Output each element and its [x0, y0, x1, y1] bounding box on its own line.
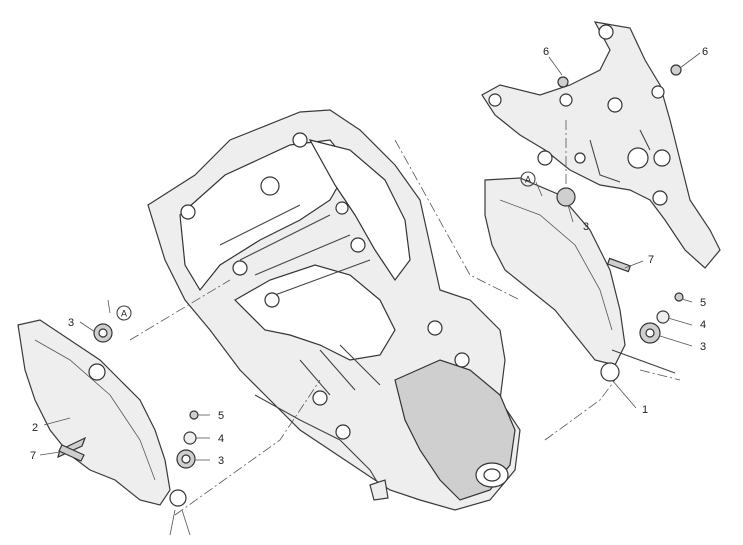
callout-labels: 6 6 3 7 5 4 3 1 3 2 7 5 4 3 — [30, 46, 708, 467]
callout-6-right: 6 — [702, 46, 708, 58]
main-frame — [147, 109, 521, 511]
callout-4-right: 4 — [700, 319, 706, 331]
callout-2: 2 — [32, 422, 38, 434]
callout-3-right-top: 3 — [583, 221, 589, 233]
ref-label-left: A — [121, 309, 127, 319]
assembly-lines — [129, 120, 681, 516]
callout-6-left: 6 — [543, 46, 549, 58]
callout-3-left-top: 3 — [68, 317, 74, 329]
callout-7-left: 7 — [30, 450, 36, 462]
left-chain-guard — [17, 319, 187, 507]
callout-3-right: 3 — [700, 341, 706, 353]
callout-1: 1 — [642, 404, 648, 416]
right-chain-guard — [484, 177, 676, 382]
callout-7-right: 7 — [648, 254, 654, 266]
reference-markers: A A — [116, 171, 536, 321]
ref-marker-left — [116, 305, 132, 321]
ref-marker-right — [520, 171, 536, 187]
left-fasteners — [58, 323, 199, 469]
upper-mount-bracket — [481, 21, 721, 269]
right-fasteners — [556, 64, 684, 344]
callout-3-left: 3 — [218, 455, 224, 467]
callout-5-left: 5 — [218, 410, 224, 422]
leader-lines — [39, 52, 701, 536]
callout-5-right: 5 — [700, 297, 706, 309]
ref-label-right: A — [525, 175, 531, 185]
callout-4-left: 4 — [218, 433, 224, 445]
